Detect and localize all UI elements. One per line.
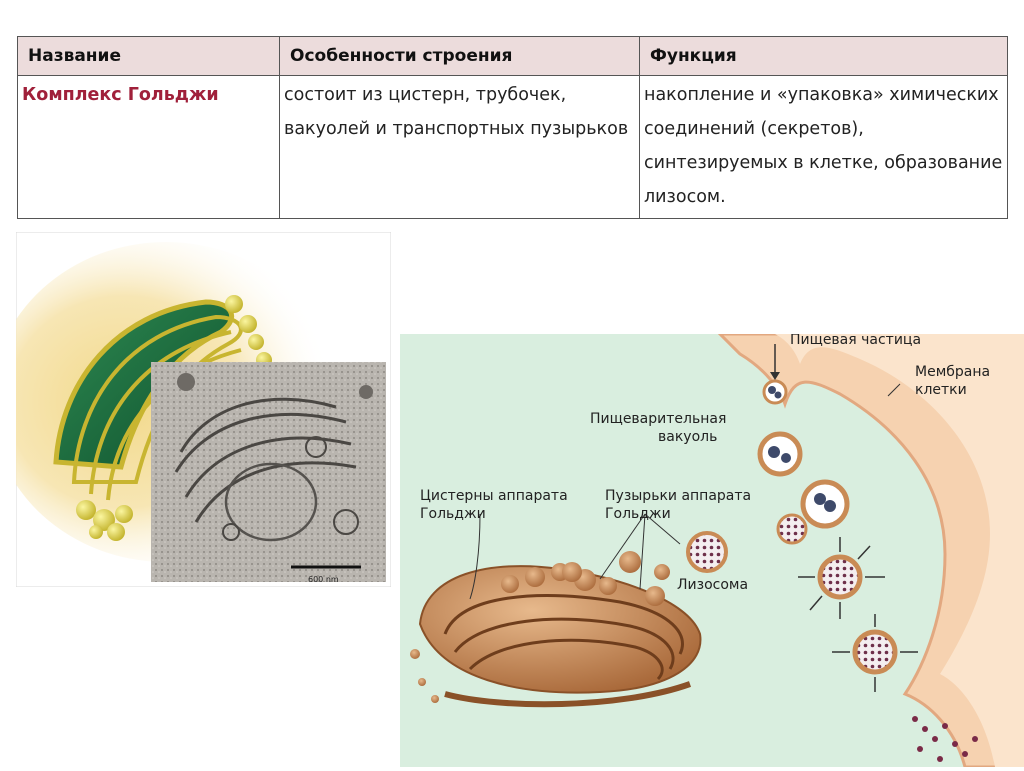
label-lysosome: Лизосома [677, 577, 748, 593]
lysosome [688, 533, 726, 571]
cell-function: накопление и «упаковка» химических соеди… [640, 76, 1008, 219]
label-vesicles-1: Пузырьки аппарата [605, 488, 751, 504]
header-structure: Особенности строения [280, 37, 640, 76]
digestive-vacuole [760, 434, 800, 474]
golgi-illustration: 600 nm [16, 232, 391, 587]
organoid-table: Название Особенности строения Функция Ко… [17, 36, 1008, 219]
label-vesicles-2: Гольджи [605, 506, 671, 522]
label-vacuole-2: вакуоль [658, 429, 717, 445]
cell-structure: состоит из цистерн, трубочек, вакуолей и… [280, 76, 640, 219]
golgi-illustration-svg: 600 nm [16, 232, 391, 587]
lysosome-formation-diagram: Пищевая частица Мембрана клетки Пищевари… [400, 334, 1024, 767]
label-food-particle: Пищевая частица [790, 334, 921, 348]
cell-organoid-name: Комплекс Гольджи [18, 76, 280, 219]
label-membrane-1: Мембрана [915, 364, 990, 380]
header-function: Функция [640, 37, 1008, 76]
electron-micrograph [151, 362, 386, 582]
label-membrane-2: клетки [915, 382, 967, 398]
label-cisterns-1: Цистерны аппарата [420, 488, 568, 504]
header-name: Название [18, 37, 280, 76]
scale-bar-label: 600 nm [308, 575, 339, 584]
table-row: Комплекс Гольджи состоит из цистерн, тру… [18, 76, 1008, 219]
lysosome-diagram-svg: Пищевая частица Мембрана клетки Пищевари… [400, 334, 1024, 767]
vesicle-fusing [778, 515, 806, 543]
label-vacuole-1: Пищеварительная [590, 411, 726, 427]
table-header-row: Название Особенности строения Функция [18, 37, 1008, 76]
label-cisterns-2: Гольджи [420, 506, 486, 522]
